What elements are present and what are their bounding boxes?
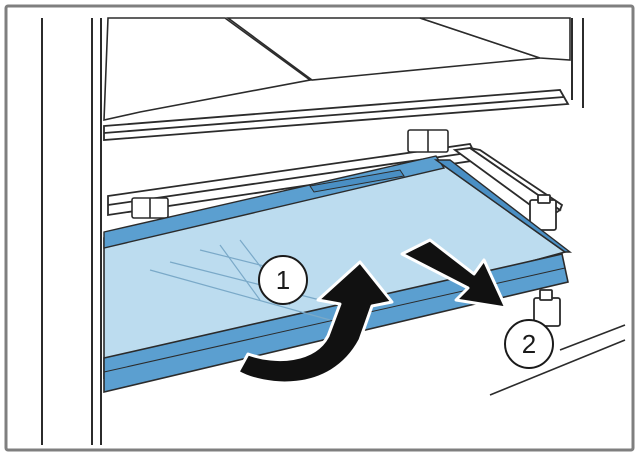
- upper-beam-clips: [131, 129, 449, 219]
- upper-glass-shelf: [103, 17, 571, 122]
- pull-out-arrow-icon: [400, 238, 508, 310]
- lower-right-bracket: [533, 289, 561, 327]
- step-1-marker: 1: [258, 255, 308, 305]
- cabinet-right-wall: [571, 18, 584, 108]
- curved-up-arrow-icon: [236, 260, 394, 385]
- shelf-right-end: [433, 159, 573, 253]
- step-2-number: 2: [522, 329, 536, 359]
- right-rail-bracket: [452, 147, 564, 231]
- cabinet-floor: [489, 324, 626, 396]
- upper-shelf-rail: [103, 89, 570, 141]
- step-1-number: 1: [276, 265, 290, 295]
- step-2-marker: 2: [504, 319, 554, 369]
- cabinet-left-wall: [41, 18, 102, 445]
